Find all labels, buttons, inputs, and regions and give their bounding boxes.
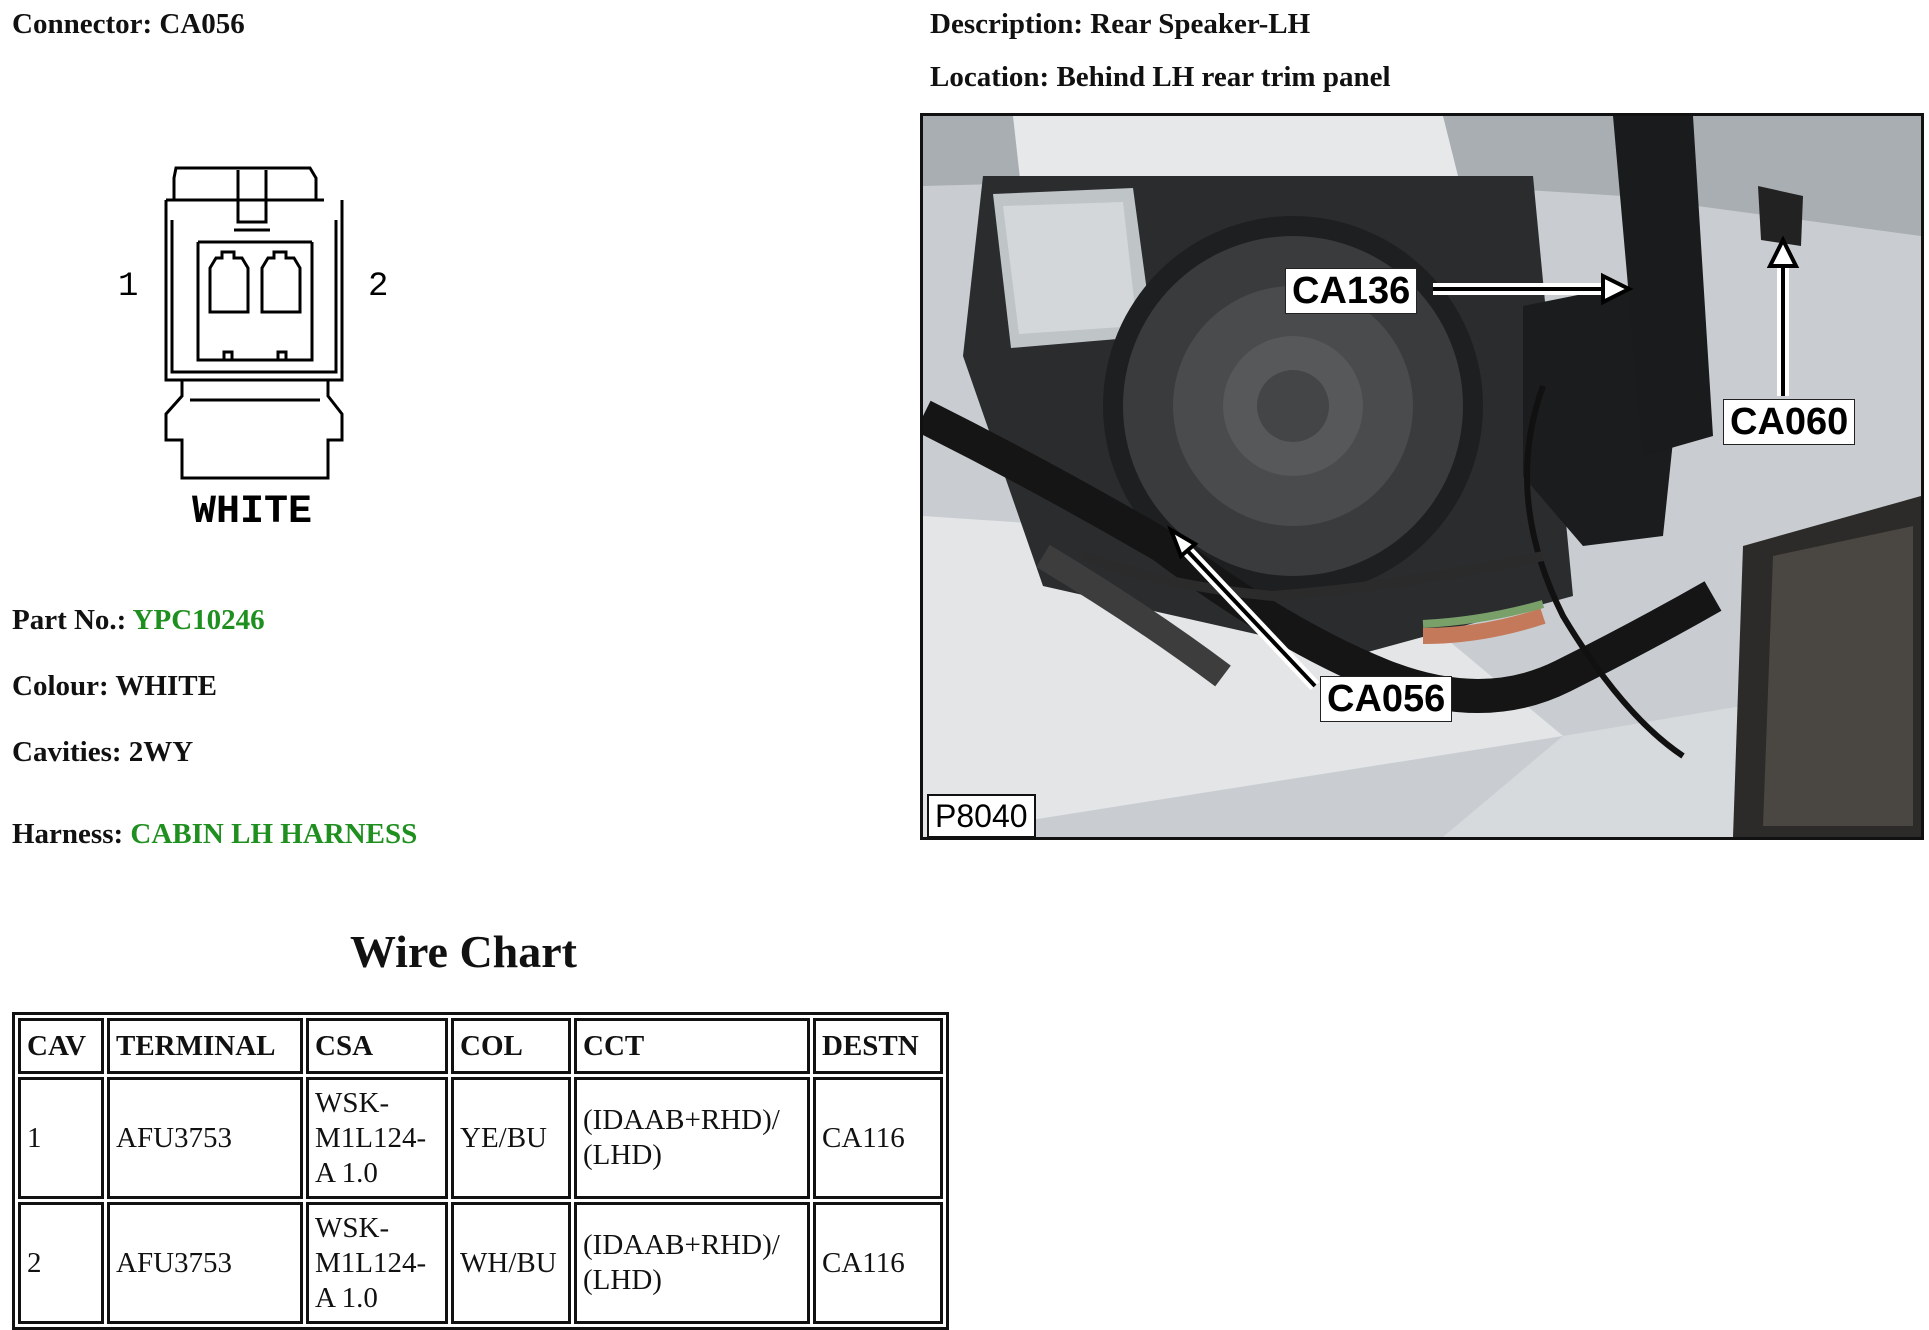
drawing-colour-label: WHITE [192,490,312,535]
cell-cct-line: (LHD) [583,1139,662,1171]
description-value: Rear Speaker-LH [1090,8,1311,40]
colour-value: WHITE [115,670,217,702]
header-terminal: TERMINAL [107,1018,303,1074]
cell-cct: (IDAAB+RHD)/ (LHD) [574,1077,810,1199]
cell-cav: 2 [18,1202,104,1324]
connector-face-drawing: 1 2 WHITE [118,166,388,535]
wire-chart-table: CAV TERMINAL CSA COL CCT DESTN 1 AFU3753… [12,1012,949,1330]
harness-field: Harness: CABIN LH HARNESS [12,818,417,851]
header-csa: CSA [306,1018,448,1074]
cell-cct: (IDAAB+RHD)/ (LHD) [574,1202,810,1324]
header-col: COL [451,1018,571,1074]
cell-cav: 1 [18,1077,104,1199]
cell-csa-line: M1L124- [315,1121,427,1154]
harness-link[interactable]: CABIN LH HARNESS [130,818,418,850]
cell-csa-line: A 1.0 [315,1156,378,1189]
cell-csa-line: WSK- [315,1211,390,1244]
part-no-link[interactable]: YPC10246 [132,604,265,636]
location-value: Behind LH rear trim panel [1056,61,1391,93]
header-destn: DESTN [813,1018,943,1074]
cell-col: WH/BU [451,1202,571,1324]
cell-cct-line: (IDAAB+RHD)/ [583,1104,780,1136]
cell-terminal: AFU3753 [107,1202,303,1324]
location-label: Location: [930,61,1050,93]
callout-ca060: CA060 [1723,399,1856,445]
table-header-row: CAV TERMINAL CSA COL CCT DESTN [18,1018,943,1074]
cell-csa-line: WSK- [315,1086,390,1119]
harness-label: Harness: [12,818,124,850]
table-row: 1 AFU3753 WSK- M1L124- A 1.0 YE/BU (IDAA… [18,1077,943,1199]
cavities-value: 2WY [128,736,194,768]
cell-destn: CA116 [813,1202,943,1324]
header-cav: CAV [18,1018,104,1074]
part-no-field: Part No.: YPC10246 [12,604,265,637]
part-no-label: Part No.: [12,604,127,636]
photo-scene [923,116,1921,837]
cell-csa-line: A 1.0 [315,1281,378,1314]
cell-cct-line: (LHD) [583,1264,662,1296]
colour-field: Colour: WHITE [12,670,217,703]
callout-ca136: CA136 [1285,268,1418,314]
cell-col: YE/BU [451,1077,571,1199]
cell-csa: WSK- M1L124- A 1.0 [306,1077,448,1199]
colour-label: Colour: [12,670,109,702]
connector-value: CA056 [159,8,245,40]
location-photo: CA136 CA060 CA056 P8040 [920,113,1924,840]
header-cct: CCT [574,1018,810,1074]
cavities-field: Cavities: 2WY [12,736,193,769]
cell-cct-line: (IDAAB+RHD)/ [583,1229,780,1261]
description-label: Description: [930,8,1084,40]
cell-terminal: AFU3753 [107,1077,303,1199]
table-row: 2 AFU3753 WSK- M1L124- A 1.0 WH/BU (IDAA… [18,1202,943,1324]
pin-2-label: 2 [368,268,388,306]
connector-field: Connector: CA056 [12,8,245,41]
connector-label: Connector: [12,8,153,40]
description-field: Description: Rear Speaker-LH [930,8,1310,41]
cell-destn: CA116 [813,1077,943,1199]
wire-chart-title: Wire Chart [350,926,577,977]
pin-1-label: 1 [118,268,138,306]
location-field: Location: Behind LH rear trim panel [930,61,1391,94]
cell-csa: WSK- M1L124- A 1.0 [306,1202,448,1324]
cell-csa-line: M1L124- [315,1246,427,1279]
cavities-label: Cavities: [12,736,122,768]
callout-ca056: CA056 [1320,676,1453,722]
photo-id-label: P8040 [927,794,1036,837]
